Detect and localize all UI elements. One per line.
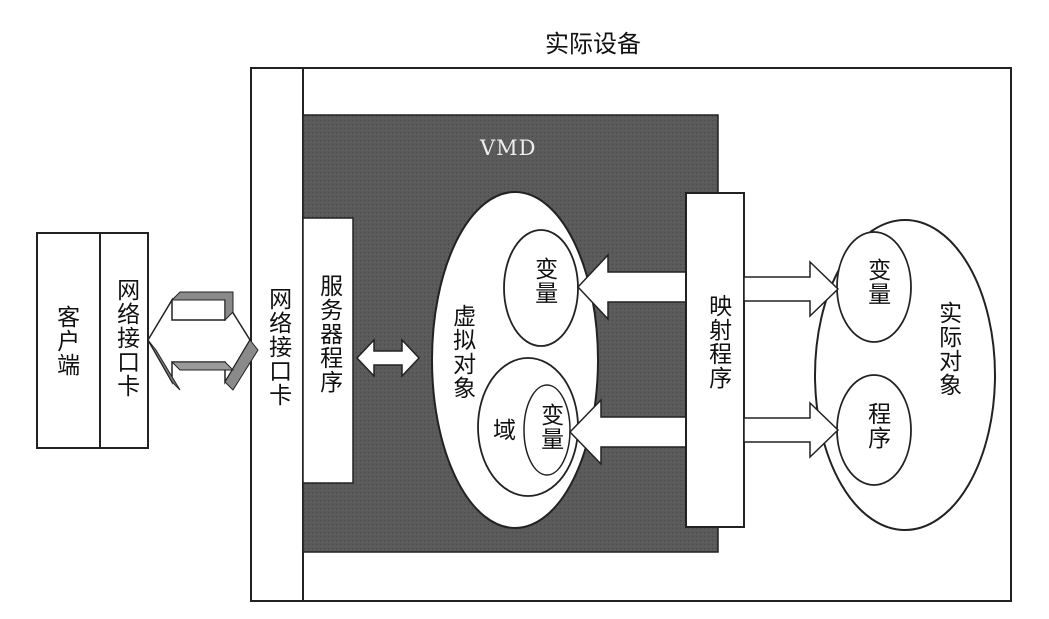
domain-variable-ellipse (523, 384, 571, 476)
server-virtual-arrow (355, 338, 421, 378)
mapping-to-real-variable-arrow (743, 260, 840, 318)
virtual-object-label: 虚拟对象 (448, 304, 475, 400)
virtual-variable-label: 变量 (530, 257, 557, 305)
client-box (36, 232, 149, 449)
client-nic-label: 网络接口卡 (112, 278, 139, 398)
server-program-box (302, 217, 354, 484)
real-variable-label: 变量 (863, 258, 890, 306)
mapping-program-box (685, 192, 745, 528)
network-link-arrow (147, 291, 259, 391)
real-program-label: 程序 (863, 402, 890, 450)
client-label: 客户端 (52, 305, 79, 377)
real-object-label: 实际对象 (934, 301, 961, 397)
device-nic-column (250, 67, 304, 602)
mapping-to-real-program-arrow (743, 401, 840, 459)
vmd-label: VMD (480, 136, 537, 160)
domain-variable-label: 变量 (536, 403, 563, 451)
device-nic-label: 网络接口卡 (264, 287, 291, 407)
mapping-program-label: 映射程序 (704, 294, 731, 390)
server-program-label: 服务器程序 (315, 274, 342, 394)
device-title: 实际设备 (545, 30, 641, 58)
domain-label: 域 (493, 418, 516, 444)
